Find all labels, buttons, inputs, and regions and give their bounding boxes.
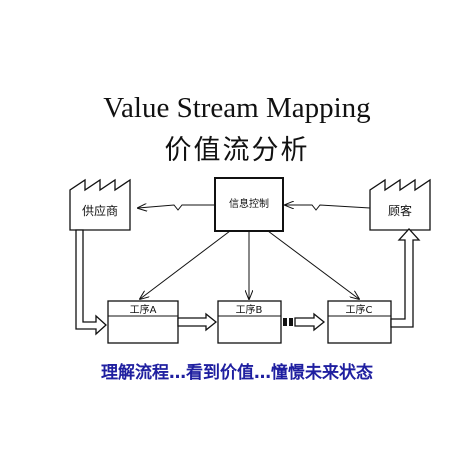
info-control-label: 信息控制 bbox=[229, 197, 269, 210]
process-b-label: 工序B bbox=[236, 303, 263, 316]
info-to-process-c-arrow bbox=[267, 230, 359, 299]
process-c-label: 工序C bbox=[346, 303, 373, 316]
supplier-factory: 供应商 bbox=[69, 178, 131, 231]
schedule-arrows bbox=[140, 230, 359, 299]
customer-label: 顾客 bbox=[388, 203, 412, 218]
push-arrow-b-to-c bbox=[283, 312, 326, 332]
title: Value Stream Mapping bbox=[103, 92, 371, 124]
info-flow-lines bbox=[138, 205, 371, 211]
process-b-box: 工序B bbox=[217, 300, 282, 344]
info-to-supplier-line bbox=[138, 205, 215, 210]
customer-factory: 顾客 bbox=[369, 178, 431, 231]
customer-to-info-line bbox=[285, 205, 371, 211]
process-c-box: 工序C bbox=[327, 300, 392, 344]
caption: 理解流程…看到价值…憧憬未来状态 bbox=[101, 363, 373, 383]
push-arrow-a-to-b bbox=[177, 312, 218, 332]
info-to-process-a-arrow bbox=[140, 230, 231, 299]
process-c-to-customer-arrow bbox=[390, 228, 421, 328]
info-control-box: 信息控制 bbox=[214, 177, 284, 232]
supplier-factory-icon bbox=[69, 178, 131, 231]
supplier-to-process-a-arrow bbox=[75, 229, 107, 336]
customer-factory-icon bbox=[369, 178, 431, 231]
process-a-label: 工序A bbox=[130, 303, 157, 316]
subtitle: 价值流分析 bbox=[164, 135, 310, 166]
process-a-box: 工序A bbox=[107, 300, 179, 344]
supplier-label: 供应商 bbox=[82, 203, 118, 218]
